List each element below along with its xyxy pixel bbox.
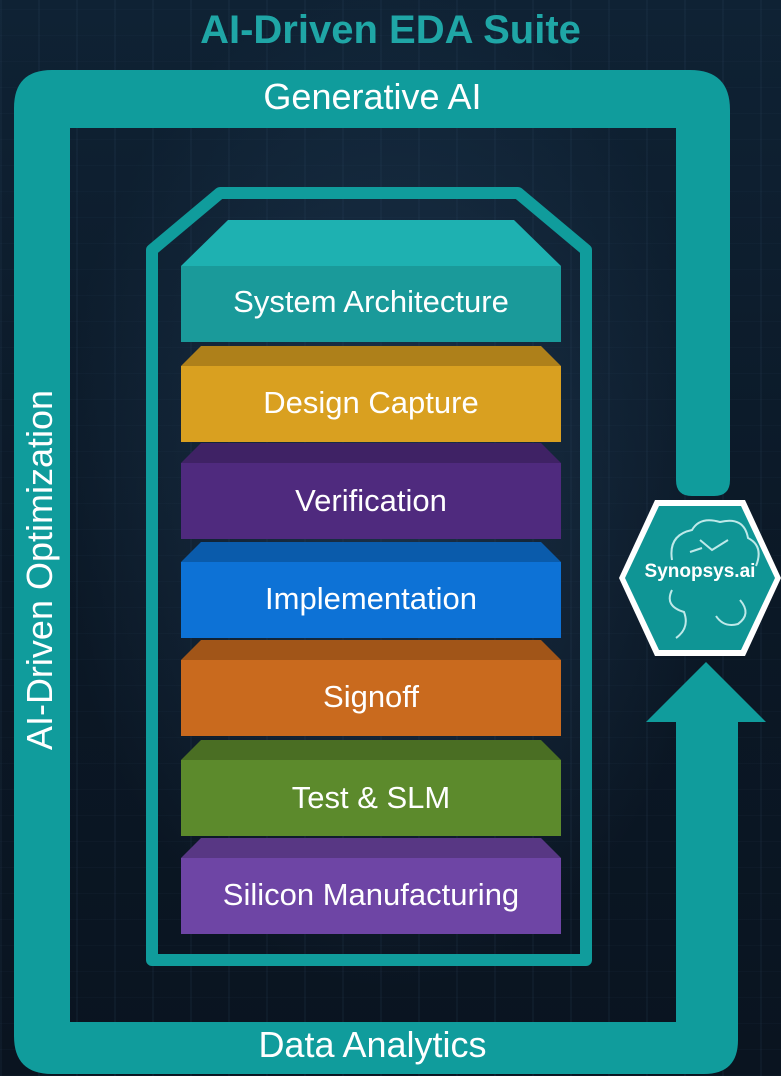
layer-bevel-2: [181, 443, 561, 463]
layer-face-2: [181, 463, 561, 539]
layer-3: [181, 542, 561, 638]
layer-label-silicon-manufacturing: Silicon Manufacturing: [222, 877, 520, 912]
layer-label-test-slm: Test & SLM: [291, 780, 451, 815]
data-analytics-label: Data Analytics: [258, 1024, 487, 1065]
layer-face-5: [181, 760, 561, 836]
stack-container: [146, 187, 592, 966]
layer-face-3: [181, 562, 561, 638]
layer-label-system-architecture: System Architecture: [233, 284, 509, 319]
layer-6: [181, 838, 561, 934]
diagram-title: AI-Driven EDA Suite: [200, 8, 581, 52]
generative-ai-label: Generative AI: [263, 76, 482, 117]
layer-2: [181, 443, 561, 539]
layer-label-implementation: Implementation: [265, 581, 477, 616]
layer-label-signoff: Signoff: [323, 679, 419, 714]
layer-face-0: [181, 266, 561, 342]
layer-label-design-capture: Design Capture: [263, 385, 479, 420]
layer-bevel-3: [181, 542, 561, 562]
layer-1: [181, 346, 561, 442]
layer-0: [181, 220, 561, 342]
layer-bevel-5: [181, 740, 561, 760]
layer-stack: [181, 220, 561, 934]
layer-bevel-0: [181, 220, 561, 266]
ai-driven-optimization-label: AI-Driven Optimization: [19, 389, 60, 751]
layer-face-1: [181, 366, 561, 442]
brain-icon: [668, 519, 760, 639]
layer-bevel-4: [181, 640, 561, 660]
layer-label-verification: Verification: [295, 483, 447, 518]
layer-face-4: [181, 660, 561, 736]
layer-5: [181, 740, 561, 836]
synopsys-badge-inner: [625, 506, 775, 650]
arrow-up-icon: [646, 662, 766, 722]
layer-face-6: [181, 858, 561, 934]
layer-bevel-6: [181, 838, 561, 858]
layer-bevel-1: [181, 346, 561, 366]
synopsys-ai-label: Synopsys.ai: [644, 561, 756, 582]
layer-4: [181, 640, 561, 736]
